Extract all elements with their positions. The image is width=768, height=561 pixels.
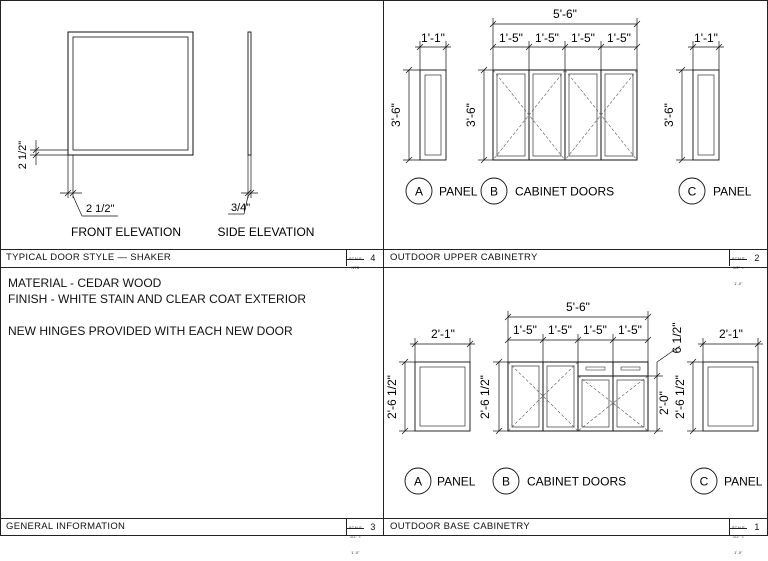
upper-door-dimensions — [489, 41, 641, 70]
panel-title: OUTDOOR UPPER CABINETRY — [390, 252, 538, 263]
note-spacer — [8, 307, 306, 323]
base-label-b: CABINET DOORS — [527, 475, 626, 489]
base-panel-c-width: 2'-1" — [719, 327, 743, 341]
scale-box: SCALE 1/2" = 1'-0" — [346, 519, 364, 555]
upper-door-height-dimension — [478, 66, 493, 164]
upper-panel-a-height: 3'-6" — [389, 103, 403, 127]
base-panel-c — [702, 361, 759, 432]
stile-dimension-label: 2 1/2" — [86, 203, 114, 215]
note-material: MATERIAL - CEDAR WOOD — [8, 276, 162, 290]
scale-value: 1/2" = 1'-0" — [730, 259, 747, 292]
upper-door-width-4: 1'-5" — [607, 31, 631, 45]
base-tag-c-circle — [690, 467, 718, 495]
upper-door-swing-lines — [492, 69, 638, 161]
base-door-height-dimension — [493, 358, 508, 435]
scale-box: SCALE NTS — [346, 250, 364, 270]
detail-number: 1 — [754, 522, 760, 532]
base-door-width-1: 1'-5" — [513, 323, 537, 337]
base-door-width-2: 1'-5" — [548, 323, 572, 337]
upper-tag-c-circle — [678, 177, 706, 205]
base-panel-c-dimensions — [687, 338, 763, 435]
title-bar-door-style: TYPICAL DOOR STYLE — SHAKER SCALE NTS 4 — [0, 249, 383, 270]
base-panel-a-height: 2'-6 1/2" — [385, 375, 399, 419]
scale-box: SCALE 1/2" = 1'-0" — [729, 519, 747, 555]
upper-tag-a: A — [415, 185, 423, 199]
upper-panel-a — [419, 69, 447, 161]
base-tag-b-circle — [492, 467, 520, 495]
upper-cabinet-doors — [492, 69, 638, 161]
detail-number: 2 — [754, 253, 760, 263]
base-overall-dimension — [504, 311, 652, 362]
base-door-height: 2'-6 1/2" — [478, 375, 492, 419]
thickness-dimension — [228, 155, 258, 215]
upper-label-b: CABINET DOORS — [515, 185, 614, 199]
base-drawer-door-dimensions — [648, 345, 681, 435]
thickness-dimension-label: 3/4" — [231, 202, 250, 214]
upper-tag-b: B — [490, 185, 498, 199]
side-elevation-label: SIDE ELEVATION — [218, 225, 315, 239]
general-notes: MATERIAL - CEDAR WOOD FINISH - WHITE STA… — [8, 275, 306, 339]
rail-dimension — [30, 140, 68, 165]
upper-overall-width: 5'-6" — [553, 7, 577, 21]
base-tag-a: A — [414, 475, 422, 489]
upper-panel-a-dimensions — [403, 41, 451, 164]
detail-number: 4 — [370, 253, 376, 263]
front-elevation-door — [67, 31, 194, 156]
upper-label-a: PANEL — [439, 185, 478, 199]
base-label-a: PANEL — [437, 475, 476, 489]
upper-panel-c-height: 3'-6" — [662, 103, 676, 127]
base-cabinet-doors — [507, 361, 649, 432]
base-door-width-3: 1'-5" — [583, 323, 607, 337]
base-tag-c: C — [700, 475, 709, 489]
base-panel-a-dimensions — [399, 338, 475, 435]
base-door-dimensions — [504, 334, 652, 362]
base-tag-a-circle — [404, 467, 432, 495]
base-label-c: PANEL — [724, 475, 763, 489]
panel-title: TYPICAL DOOR STYLE — SHAKER — [6, 252, 172, 263]
upper-door-width-1: 1'-5" — [499, 31, 523, 45]
rail-dimension-label: 2 1/2" — [17, 141, 29, 169]
upper-panel-c-width: 1'-1" — [694, 31, 718, 45]
upper-door-height: 3'-6" — [464, 103, 478, 127]
upper-overall-dimension — [489, 18, 641, 70]
upper-panel-c-dimensions — [676, 41, 724, 164]
base-door-width-4: 1'-5" — [618, 323, 642, 337]
title-bar-upper: OUTDOOR UPPER CABINETRY SCALE 1/2" = 1'-… — [384, 249, 768, 286]
panel-title: GENERAL INFORMATION — [6, 521, 126, 532]
base-overall-width: 5'-6" — [566, 300, 590, 314]
upper-door-width-3: 1'-5" — [571, 31, 595, 45]
upper-tag-c: C — [688, 185, 697, 199]
base-tag-b: B — [502, 475, 510, 489]
upper-tag-a-circle — [405, 177, 433, 205]
upper-panel-a-width: 1'-1" — [421, 31, 445, 45]
panel-title: OUTDOOR BASE CABINETRY — [390, 521, 530, 532]
base-panel-a-width: 2'-1" — [431, 327, 455, 341]
upper-door-width-2: 1'-5" — [535, 31, 559, 45]
base-door-swing-lines — [507, 361, 649, 432]
base-panel-c-height: 2'-6 1/2" — [673, 375, 687, 419]
front-elevation-label: FRONT ELEVATION — [71, 225, 181, 239]
scale-value: 1/2" = 1'-0" — [347, 528, 364, 561]
drawing-canvas: 2 1/2" 2 1/2" 3/4" FRONT ELEVATION SIDE … — [0, 0, 768, 536]
upper-tag-b-circle — [480, 177, 508, 205]
stile-dimension — [60, 155, 118, 217]
base-drawer-height: 6 1/2" — [670, 323, 684, 354]
upper-label-c: PANEL — [713, 185, 752, 199]
detail-number: 3 — [370, 522, 376, 532]
side-elevation-door — [247, 31, 252, 156]
scale-box: SCALE 1/2" = 1'-0" — [729, 250, 747, 286]
scale-value: NTS — [347, 259, 364, 276]
upper-panel-c — [692, 69, 720, 161]
scale-value: 1/2" = 1'-0" — [730, 528, 747, 561]
note-finish: FINISH - WHITE STAIN AND CLEAR COAT EXTE… — [8, 292, 307, 306]
note-hinges: NEW HINGES PROVIDED WITH EACH NEW DOOR — [8, 324, 293, 338]
base-lower-door-height: 2'-0" — [657, 391, 671, 415]
base-panel-a — [414, 361, 471, 432]
title-bar-general: GENERAL INFORMATION SCALE 1/2" = 1'-0" 3 — [0, 518, 383, 555]
title-bar-base: OUTDOOR BASE CABINETRY SCALE 1/2" = 1'-0… — [384, 518, 768, 555]
